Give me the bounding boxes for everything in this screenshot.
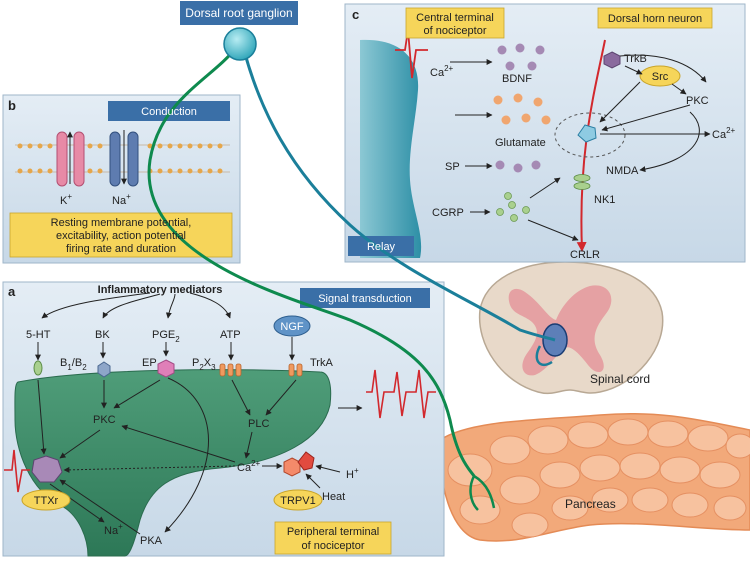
- panel-c: [344, 3, 746, 263]
- bdnf-label: BDNF: [502, 73, 532, 85]
- ngf-badge: [273, 315, 311, 337]
- glutamate-vesicles: [493, 93, 551, 125]
- k-channel-icon: [56, 131, 85, 187]
- trpv1-badge: [273, 489, 323, 511]
- ttxr-channel-icon: [31, 455, 63, 483]
- cgrp-label: CGRP: [432, 207, 464, 219]
- panel-a-letter: a: [8, 284, 16, 299]
- na-channel-icon: [109, 131, 139, 187]
- dorsal-root-ganglion-icon: [223, 27, 257, 61]
- ep-receptor-icon: [157, 359, 175, 378]
- ca-right-label: Ca2+: [712, 126, 736, 141]
- src-label: Src: [652, 71, 669, 83]
- central-terminal-label: Central terminal: [416, 12, 494, 24]
- bdnf-vesicles: [497, 43, 545, 71]
- sp-label: SP: [445, 161, 460, 173]
- inflammatory-mediators-label: Inflammatory mediators: [98, 284, 223, 296]
- trpv1-channel-icon: [283, 457, 301, 477]
- na-label: Na+: [112, 192, 131, 207]
- action-potential-icon: [4, 449, 30, 493]
- central-axon: [242, 49, 556, 342]
- panel-c-letter: c: [352, 7, 359, 22]
- crlr-label: CRLR: [570, 249, 600, 261]
- trka-receptor-icon: [288, 363, 303, 377]
- receptor-p2x3: P2X3: [192, 357, 216, 372]
- k-label: K+: [60, 192, 72, 207]
- b1b2-receptor-icon: [97, 361, 111, 378]
- page-title: Dorsal root ganglion: [185, 6, 292, 20]
- conduction-note-3: firing rate and duration: [66, 243, 176, 255]
- pkc-label: PKC: [93, 414, 116, 426]
- title-bar: [180, 1, 298, 25]
- signal-transduction-header: Signal transduction: [318, 293, 412, 305]
- panel-b: [2, 94, 241, 264]
- spike-train-icon: [366, 369, 436, 419]
- spinal-cord-label: Spinal cord: [590, 372, 650, 386]
- nmda-label: NMDA: [606, 165, 639, 177]
- peripheral-terminal-label: Peripheral terminal: [287, 526, 379, 538]
- receptor-trka: TrkA: [310, 357, 333, 369]
- h-label: H+: [346, 466, 359, 481]
- pancreas-label: Pancreas: [565, 497, 616, 511]
- panel-b-letter: b: [8, 98, 16, 113]
- ca-label: Ca2+: [430, 64, 454, 79]
- nk1-receptor-icon: [573, 174, 591, 190]
- sp-vesicles: [495, 160, 541, 173]
- ca-label: Ca2+: [237, 459, 261, 474]
- mediator-bk: BK: [95, 329, 110, 341]
- pka-label: PKA: [140, 535, 163, 547]
- receptor-b1b2: B1/B2: [60, 357, 87, 372]
- panel-a: [2, 281, 445, 557]
- conduction-note-2: excitability, action potential: [56, 230, 186, 242]
- pkc-label: PKC: [686, 95, 709, 107]
- trkb-label: TrkB: [624, 53, 647, 65]
- central-terminal-label-2: of nociceptor: [424, 25, 487, 37]
- mediator-atp: ATP: [220, 329, 241, 341]
- relay-label: Relay: [367, 241, 396, 253]
- nk1-label: NK1: [594, 194, 615, 206]
- action-potential-icon: [395, 29, 428, 79]
- spinal-cord: [478, 261, 664, 395]
- ttxr-label: TTXr: [34, 495, 59, 507]
- trpv1-label: TRPV1: [280, 495, 315, 507]
- ttxr-badge: [21, 489, 71, 511]
- p2x3-receptor-icon: [219, 363, 242, 377]
- membrane: [15, 143, 230, 174]
- mediator-5ht: 5-HT: [26, 329, 51, 341]
- conduction-note-1: Resting membrane potential,: [51, 217, 192, 229]
- 5ht-receptor-icon: [33, 360, 43, 376]
- src-badge: [639, 65, 681, 87]
- mediator-ngf: NGF: [280, 321, 304, 333]
- trkb-receptor-icon: [603, 51, 621, 69]
- glutamate-label: Glutamate: [495, 137, 546, 149]
- cgrp-vesicles: [496, 192, 530, 222]
- peripheral-terminal-label-2: of nociceptor: [302, 540, 365, 552]
- na-label: Na+: [104, 522, 123, 537]
- nmda-receptor-icon: [577, 124, 597, 143]
- peripheral-axon: [147, 47, 476, 477]
- conduction-header: Conduction: [141, 106, 197, 118]
- heat-label: Heat: [322, 491, 345, 503]
- receptor-ep: EP: [142, 357, 157, 369]
- plc-label: PLC: [248, 418, 269, 430]
- mediator-pge2: PGE2: [152, 329, 180, 344]
- dorsal-horn-neuron-label: Dorsal horn neuron: [608, 13, 702, 25]
- pancreas: [439, 412, 750, 542]
